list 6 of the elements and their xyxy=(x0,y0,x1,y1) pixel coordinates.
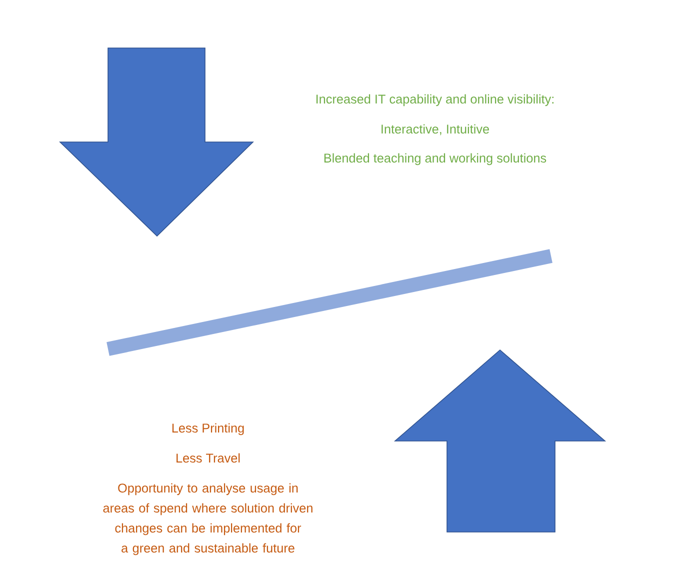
note-text: Less Printing xyxy=(172,423,244,436)
note-text: Less Travel xyxy=(176,453,240,463)
note-text: Blended teaching and working solutions xyxy=(324,153,546,166)
note-text: Opportunity to analyse usage in areas of spend where solution driven changes can be implemented for a green and sustainable future xyxy=(103,483,312,556)
note-text: Interactive, Intuitive xyxy=(382,124,489,136)
note-text: Increased IT capability and online visibility: xyxy=(316,94,554,106)
